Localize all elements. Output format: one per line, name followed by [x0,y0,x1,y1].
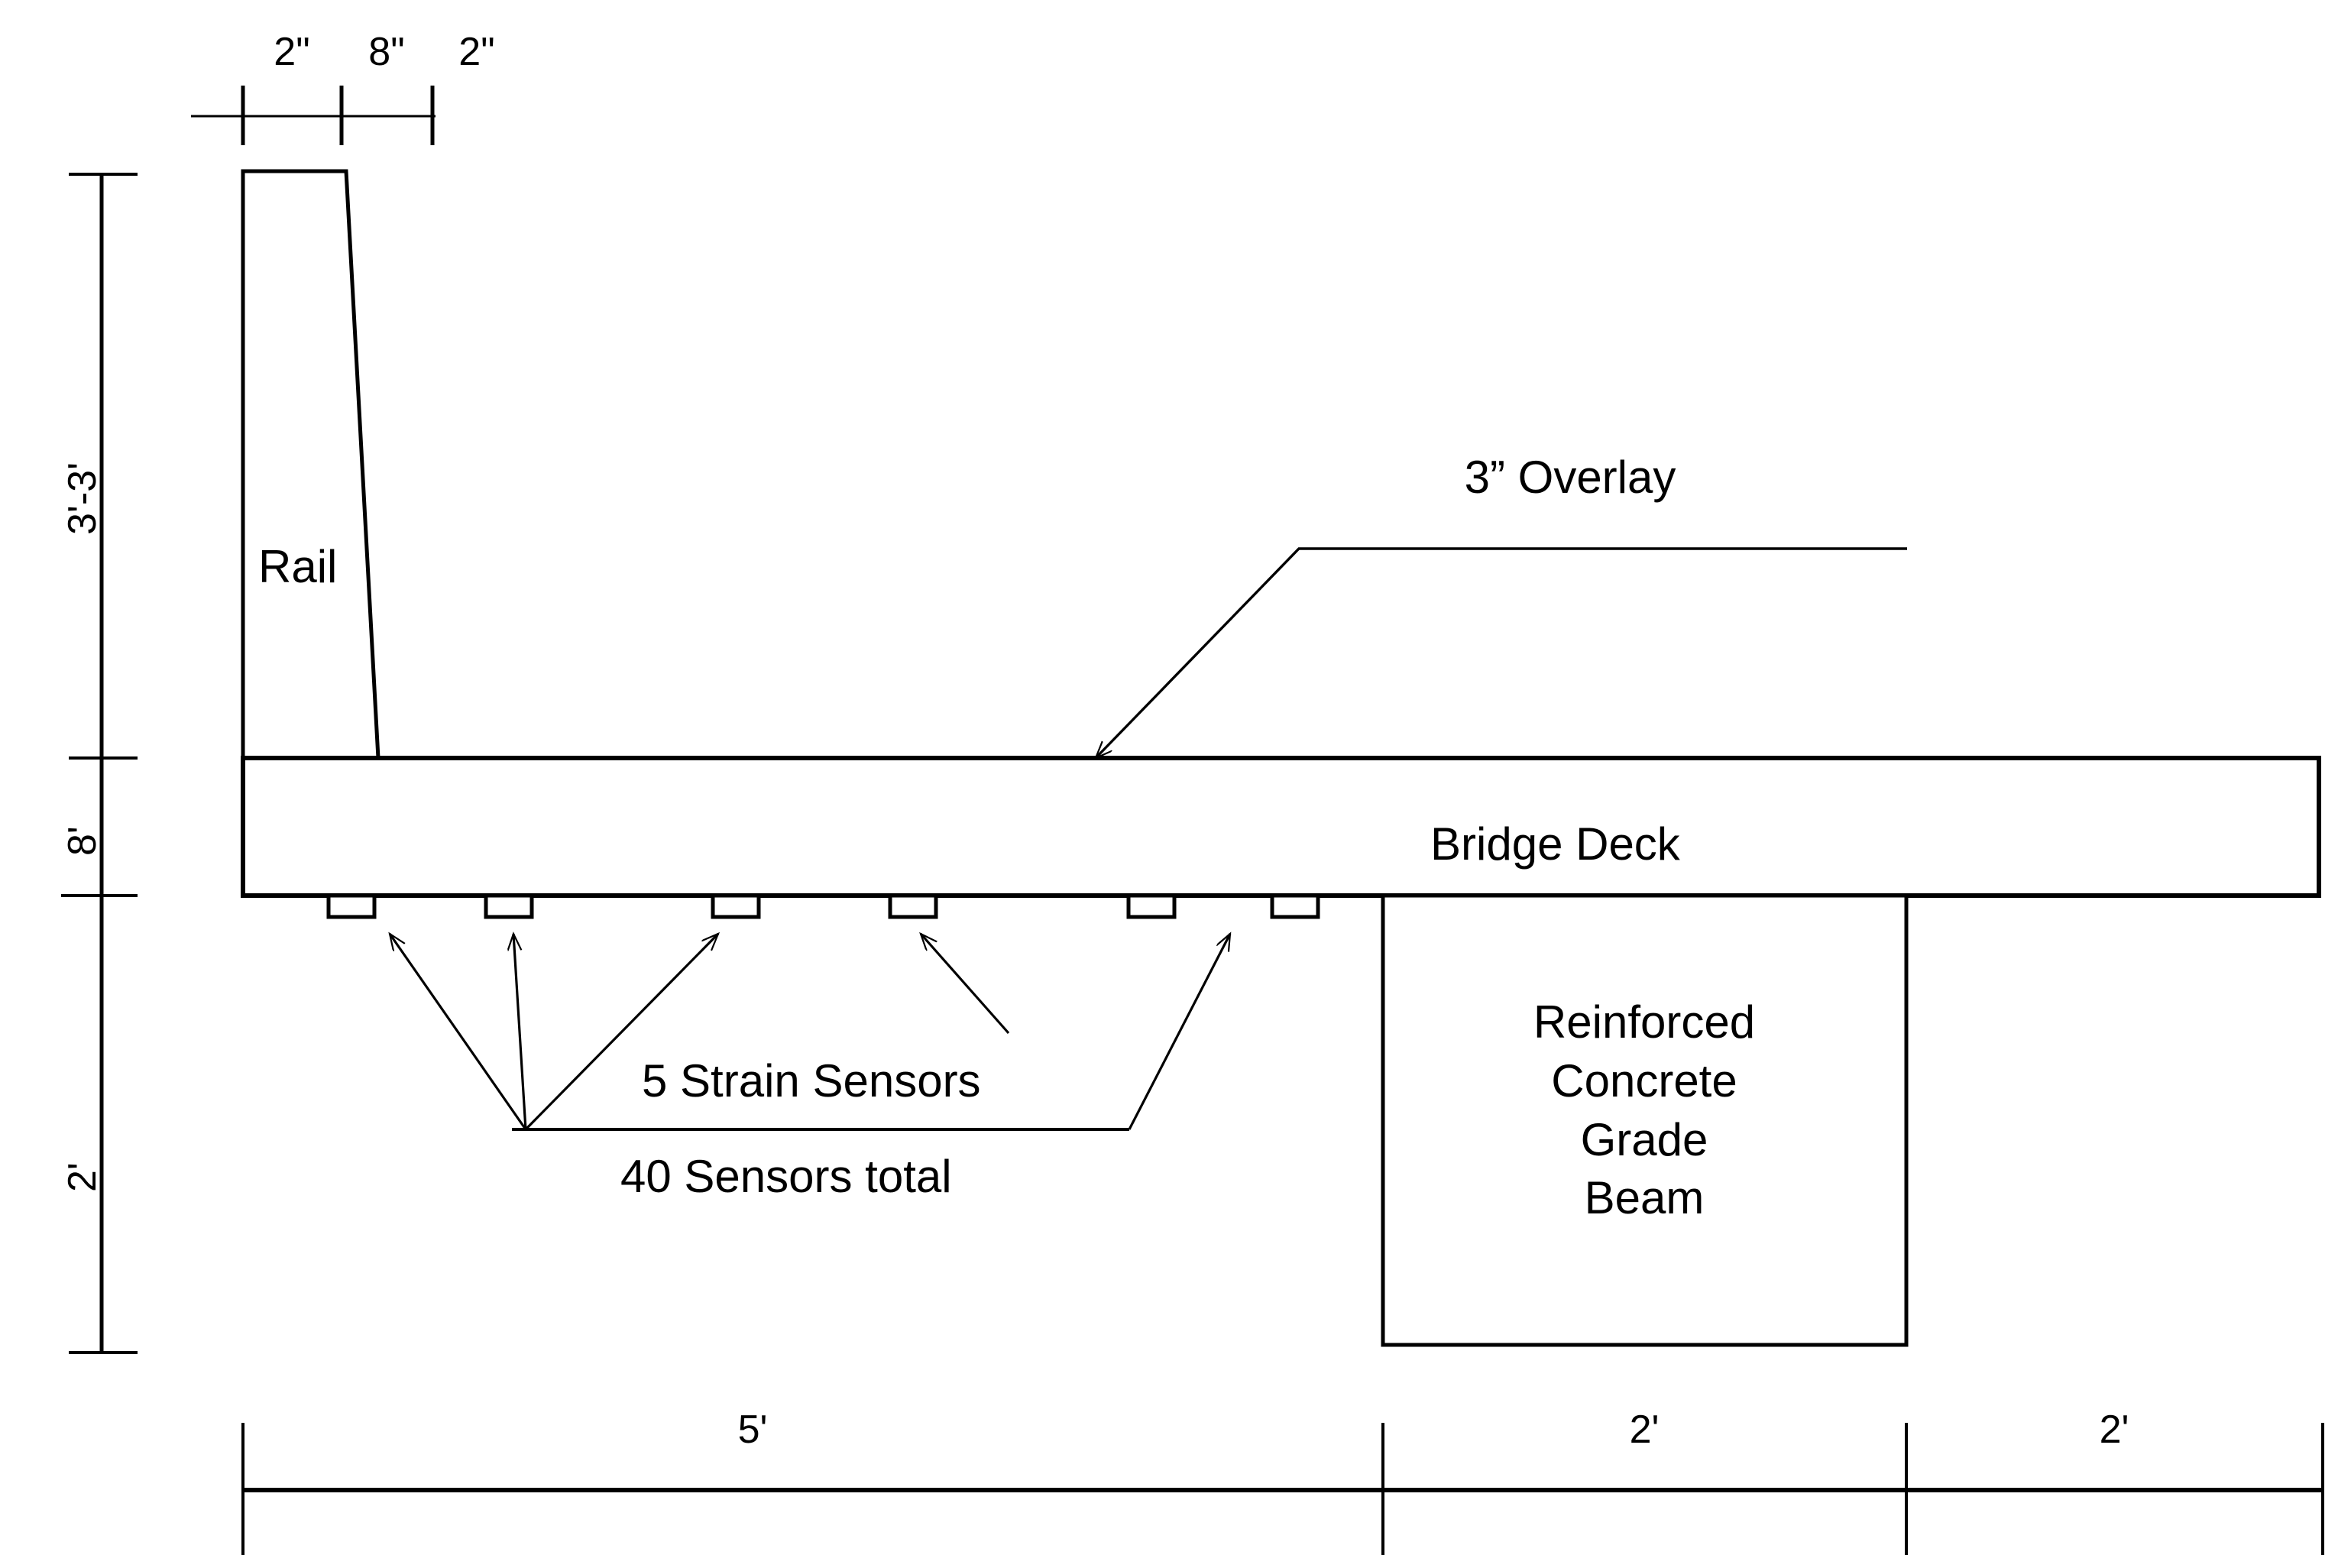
strain-sensor-group [326,893,1320,919]
overlay-label: 3” Overlay [1464,452,1676,503]
grade-beam-label-line-2: Concrete [1551,1055,1737,1106]
sensor-arrow-3 [524,934,718,1131]
rail-outline [241,169,380,760]
left-dimension-label-deck-thickness: 8' [60,826,105,856]
sensor-arrow-5 [1128,934,1232,1130]
strain-sensors-label: 5 Strain Sensors [642,1055,981,1106]
sensor-arrow-2 [513,934,527,1130]
bottom-dimension-group [241,1423,2324,1555]
strain-sensor-box [326,893,377,919]
bottom-dimension-label-beam-width: 2' [1629,1408,1660,1452]
top-dimension-label-left: 2" [274,30,310,74]
bridge-deck-label: Bridge Deck [1430,818,1680,870]
grade-beam-label-line-4: Beam [1584,1172,1705,1224]
left-dimension-label-rail-height: 3'-3' [60,462,105,535]
grade-beam-label: Reinforced Concrete Grade Beam [1533,993,1755,1228]
bottom-dimension-label-deck-span: 5' [737,1408,768,1452]
grade-beam-label-line-3: Grade [1580,1113,1708,1165]
top-dimension-label-right: 2" [458,30,495,74]
strain-sensor-box [484,893,534,919]
sensor-arrow-4 [921,934,1010,1035]
sensors-total-label: 40 Sensors total [620,1151,952,1202]
left-dimension-group [61,173,138,1354]
bottom-dimension-label-overhang: 2' [2099,1408,2129,1452]
grade-beam-outline [1381,893,1909,1347]
left-dimension-label-beam-depth: 2' [60,1162,105,1192]
strain-sensor-box [711,893,761,919]
top-dimension-group [191,86,436,145]
rail-label: Rail [258,541,338,592]
sensor-arrow-1 [390,934,527,1130]
sensor-leader-lines [390,934,1232,1131]
strain-sensor-box [1270,893,1320,919]
top-dimension-label-middle: 8" [368,30,405,74]
strain-sensor-box [1126,893,1177,919]
grade-beam-label-line-1: Reinforced [1533,996,1756,1048]
overlay-leader-line [1096,547,1907,758]
strain-sensor-box [888,893,938,919]
bridge-deck-outline [241,756,2321,898]
